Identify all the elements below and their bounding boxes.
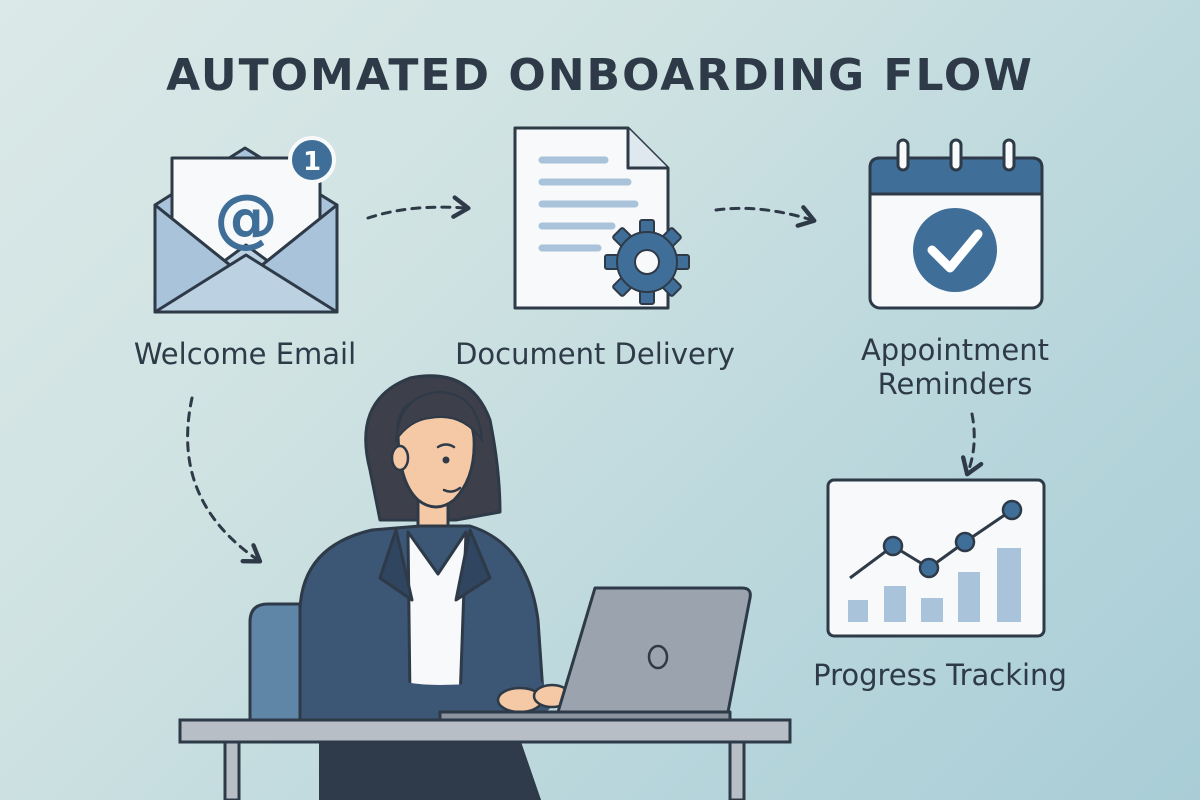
gear-icon xyxy=(604,219,690,305)
notification-count: 1 xyxy=(303,147,321,177)
diagram-title: AUTOMATED ONBOARDING FLOW xyxy=(166,50,1034,101)
at-symbol-icon: @ xyxy=(214,182,278,256)
desk xyxy=(178,718,792,800)
envelope-icon xyxy=(153,146,339,314)
flow-arrows xyxy=(186,195,984,564)
step-label-document-delivery: Document Delivery xyxy=(455,337,735,371)
document-gear-icon xyxy=(513,126,690,310)
notification-badge: 1 xyxy=(288,136,336,184)
step-label-progress-tracking: Progress Tracking xyxy=(813,658,1067,692)
employee-illustration xyxy=(178,374,792,800)
appointment-label-line2: Reminders xyxy=(877,367,1033,401)
laptop-icon xyxy=(438,586,752,722)
calendar-check-icon xyxy=(868,138,1044,310)
arrow-document-to-calendar xyxy=(714,205,817,228)
arrow-email-to-employee xyxy=(186,396,263,564)
step-label-welcome-email: Welcome Email xyxy=(133,337,357,371)
line-bar-chart-icon xyxy=(826,478,1046,638)
arrow-email-to-document xyxy=(366,195,471,220)
chair xyxy=(248,602,302,724)
appointment-label-line1: Appointment xyxy=(860,333,1050,367)
arrow-calendar-to-progress xyxy=(961,412,984,477)
step-label-appointment-reminders: Appointment Reminders xyxy=(820,333,1090,401)
